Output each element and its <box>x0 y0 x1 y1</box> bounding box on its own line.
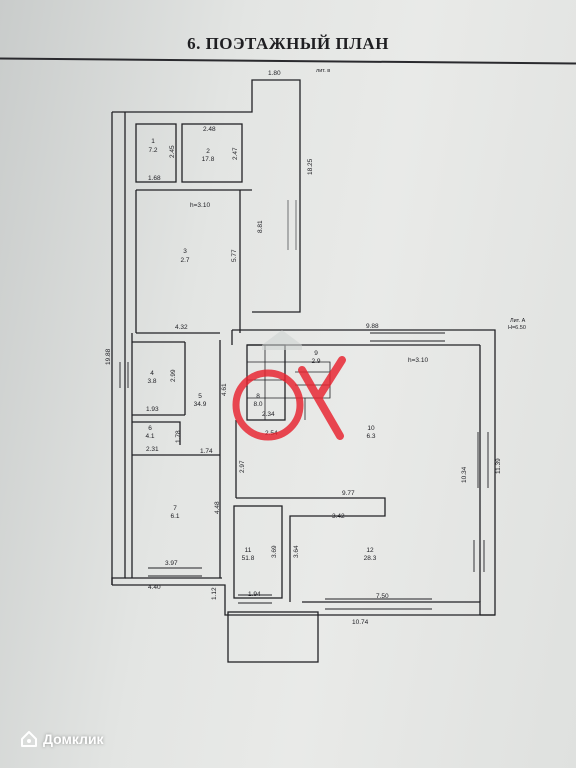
dim-9-88: 9.88 <box>366 323 379 330</box>
watermark-text: Домклик <box>43 731 104 747</box>
room-7-outline <box>181 123 243 183</box>
room-3-number: 6 <box>148 425 152 432</box>
level-note: Лит. А <box>510 318 526 324</box>
dim-3-69: 3.69 <box>271 545 278 558</box>
room-1-number: 11 <box>245 547 252 554</box>
dim-2-34: 2.34 <box>262 411 275 418</box>
room-7-area: 17.8 <box>202 156 215 163</box>
room-2-number: 7 <box>173 505 177 512</box>
dim-4-48: 4.48 <box>214 501 221 514</box>
room-6-area: 7.2 <box>148 147 157 154</box>
room-7-number: 2 <box>206 148 210 155</box>
room-2-area: 6.1 <box>170 513 179 520</box>
room-1-area: 51.8 <box>242 555 255 562</box>
room-11-number: 10 <box>367 425 375 432</box>
dim-7-50: 7.50 <box>376 593 389 600</box>
dim-1-78: 1.78 <box>175 430 182 443</box>
dim-9-77: 9.77 <box>342 490 355 497</box>
page-title: 6. ПОЭТАЖНЫЙ ПЛАН <box>187 34 389 53</box>
dim-3-42: 3.42 <box>332 513 345 520</box>
room-6-number: 1 <box>151 138 155 145</box>
dim-2-45: 2.45 <box>169 145 176 158</box>
room-9-number: 8 <box>256 393 260 400</box>
dim-2-47: 2.47 <box>232 147 239 160</box>
dim-4-40: 4.40 <box>148 584 161 591</box>
room-6-outline <box>135 123 177 183</box>
room-11-area: 6.3 <box>366 433 375 440</box>
room-4-area: 3.8 <box>147 378 156 385</box>
room-9-area: 8.0 <box>253 401 262 408</box>
room-5-height: h=3.10 <box>190 202 210 209</box>
dim-1-94: 1.94 <box>248 591 261 598</box>
level-note-2: H=6.50 <box>508 325 526 331</box>
room-8-number: 5 <box>198 393 202 400</box>
dim-8-81: 8.81 <box>257 220 264 233</box>
dim-10-74: 10.74 <box>352 619 369 626</box>
upper-outline <box>125 79 301 313</box>
dim-2-31: 2.31 <box>146 446 159 453</box>
dim-11-39: 11.39 <box>495 458 502 474</box>
room-3-area: 4.1 <box>145 433 154 440</box>
dim-18-25: 18.25 <box>307 158 314 175</box>
dim-2-97: 2.97 <box>239 460 246 473</box>
room-12-area: 28.3 <box>364 555 377 562</box>
dim-3-97: 3.97 <box>165 560 178 567</box>
dim-2-48: 2.48 <box>203 126 216 133</box>
room-5-number: 3 <box>183 248 187 255</box>
dim-3-64: 3.64 <box>293 545 300 558</box>
room-11-height: h=3.10 <box>408 357 428 364</box>
dim-4-61: 4.61 <box>221 383 228 396</box>
dim-1-12: 1.12 <box>211 587 218 600</box>
room-10-number: 9 <box>314 350 318 357</box>
dim-1-93: 1.93 <box>146 406 159 413</box>
room-4-number: 4 <box>150 370 154 377</box>
room-5-area: 2.7 <box>180 257 189 264</box>
dim-2-99: 2.99 <box>170 369 177 382</box>
room-10-area: 2.9 <box>311 358 320 365</box>
dim-1-74: 1.74 <box>200 448 213 455</box>
room-12-number: 12 <box>366 547 374 554</box>
domclick-watermark: Домклик <box>20 730 104 748</box>
dim-5-77: 5.77 <box>231 249 238 262</box>
dim-1-68: 1.68 <box>148 175 161 182</box>
house-icon <box>21 731 37 747</box>
dim-1-80: 1.80 <box>268 70 281 77</box>
dim-19-88: 19.88 <box>105 348 112 365</box>
sheet-note: лит. в <box>316 68 330 74</box>
dim-4-32: 4.32 <box>175 324 188 331</box>
room-1-outline <box>233 505 283 599</box>
dim-10-34: 10.34 <box>461 466 468 483</box>
room-8-area: 34.9 <box>194 401 207 408</box>
stamp-logo <box>232 330 346 441</box>
